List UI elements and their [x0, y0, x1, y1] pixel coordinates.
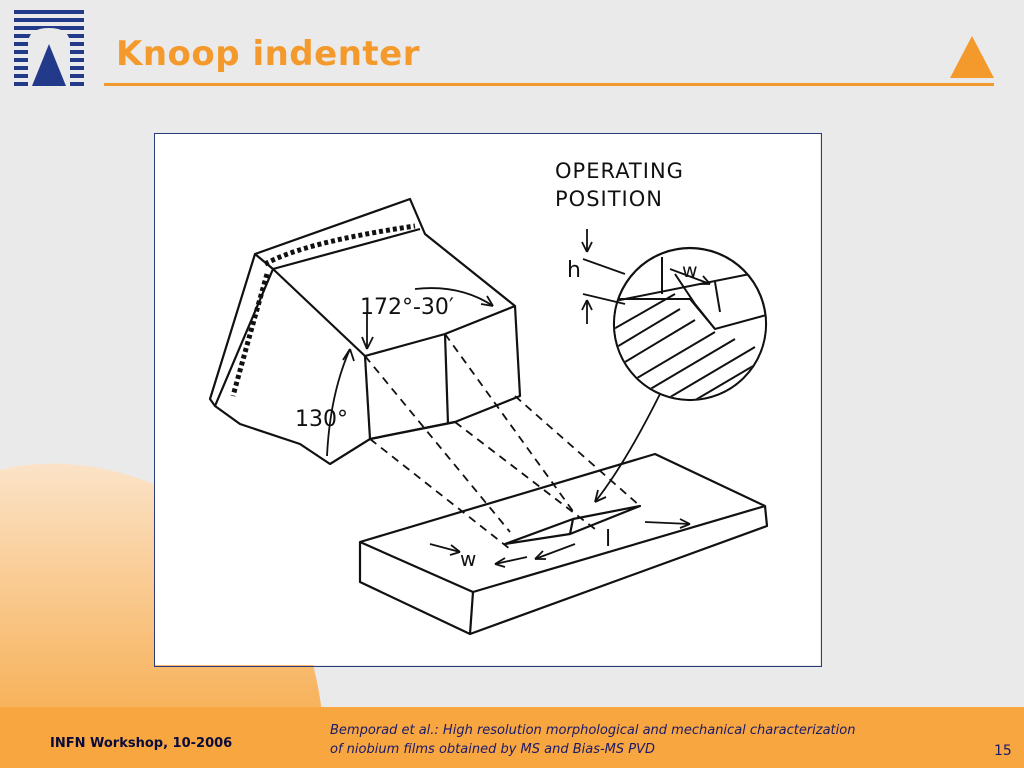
title-underline	[104, 83, 994, 86]
triangle-icon	[950, 36, 994, 78]
magnified-view: w	[612, 246, 768, 402]
angle-172-label: 172°-30′	[360, 295, 454, 320]
block-w-label: w	[460, 547, 476, 571]
citation: Bemporad et al.: High resolution morphol…	[330, 721, 930, 759]
workshop-label: INFN Workshop, 10-2006	[50, 736, 233, 751]
slide-title: Knoop indenter	[116, 34, 420, 74]
knoop-indenter-figure: 172°-30′ 130° OPERATING POSITION	[154, 133, 822, 667]
citation-line-2: of niobium films obtained by MS and Bias…	[330, 742, 656, 757]
circle-w-label: w	[682, 260, 698, 282]
h-label: h	[567, 258, 581, 283]
infn-logo	[14, 10, 84, 86]
knoop-indenter-diagram: 172°-30′ 130° OPERATING POSITION	[155, 134, 820, 665]
citation-line-1: Bemporad et al.: High resolution morphol…	[330, 723, 856, 738]
block-l-label: l	[605, 527, 611, 552]
page-number: 15	[994, 743, 1012, 759]
operating-label-line1: OPERATING	[555, 159, 684, 183]
operating-label-line2: POSITION	[555, 187, 663, 211]
angle-130-label: 130°	[295, 407, 348, 432]
specimen-block	[358, 452, 769, 636]
footer-band	[0, 707, 1024, 768]
